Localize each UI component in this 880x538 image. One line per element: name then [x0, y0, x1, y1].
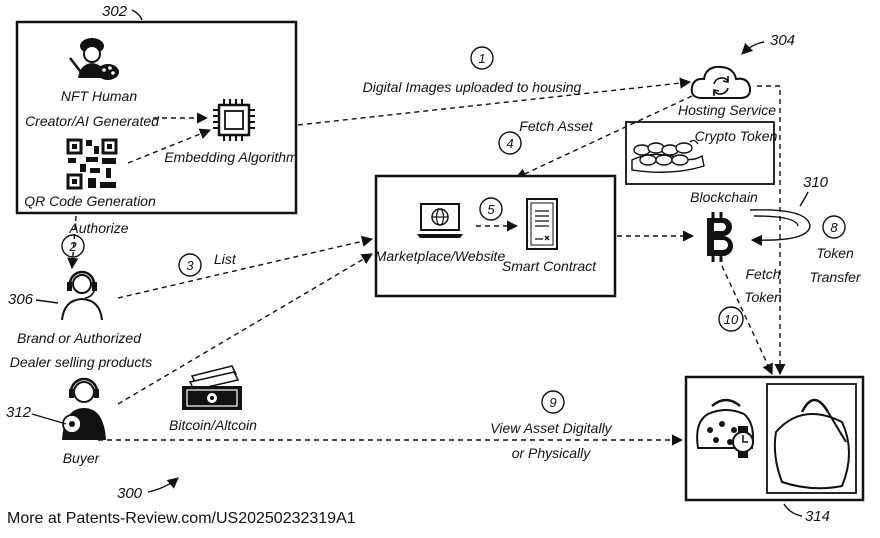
qr-label: QR Code Generation	[24, 193, 156, 209]
token-transfer-line2: Transfer	[809, 269, 861, 285]
bitcoin-altcoin-label: Bitcoin/Altcoin	[169, 417, 257, 433]
brand-label-line1: Brand or Authorized	[17, 330, 142, 346]
step-4-number: 4	[506, 136, 513, 151]
marketplace-box	[376, 176, 615, 296]
embedding-label: Embedding Algorithm	[164, 149, 298, 165]
crypto-token-label: Crypto Token	[695, 128, 778, 144]
ref-300-leader	[148, 478, 178, 492]
brand-label-line2: Dealer selling products	[10, 354, 152, 370]
ref-306: 306	[8, 291, 34, 308]
step-9-number: 9	[549, 395, 556, 410]
ref-314-leader	[784, 504, 802, 516]
step-2-number: 2	[68, 239, 77, 254]
step-9-label-line1: View Asset Digitally	[490, 420, 612, 436]
step-9-label-line2: or Physically	[512, 445, 592, 461]
step-3-label: List	[214, 251, 237, 267]
ref-312: 312	[6, 404, 32, 421]
step-1-label: Digital Images uploaded to housing	[363, 79, 582, 95]
contract-document-icon	[527, 199, 557, 249]
marketplace-label: Marketplace/Website	[375, 248, 506, 264]
ref-312-leader	[32, 414, 66, 424]
step-10-number: 10	[724, 312, 739, 327]
step-1-number: 1	[478, 51, 485, 66]
authorize-label: Authorize	[68, 220, 128, 236]
token-transfer-line1: Token	[816, 245, 854, 261]
token-transfer-inner	[754, 216, 798, 226]
step-3-number: 3	[186, 258, 194, 273]
smart-contract-label: Smart Contract	[502, 258, 597, 274]
patent-footer: More at Patents-Review.com/US20250232319…	[7, 510, 356, 527]
arrow-list-to-marketplace	[118, 239, 372, 298]
step-4-label: Fetch Asset	[519, 118, 594, 134]
nft-label-line1: NFT Human	[61, 88, 137, 104]
ref-304-leader	[742, 42, 764, 54]
cloud-sync-icon	[692, 67, 750, 98]
ref-300: 300	[117, 485, 143, 502]
fetch-token-line2: Token	[744, 289, 782, 305]
ref-306-leader	[36, 300, 58, 303]
ref-310: 310	[803, 174, 829, 191]
step-8-number: 8	[830, 220, 838, 235]
ref-302: 302	[102, 3, 128, 20]
ref-314: 314	[805, 508, 830, 525]
ref-310-leader	[800, 192, 808, 206]
headset-person-icon	[62, 272, 102, 320]
ref-302-leader	[132, 10, 142, 20]
nft-label-line2: Creator/AI Generated	[25, 113, 160, 129]
arrow-buyer-to-marketplace	[118, 254, 372, 404]
blockchain-label: Blockchain	[690, 189, 758, 205]
hosting-label: Hosting Service	[678, 102, 776, 118]
fetch-token-line1: Fetch	[745, 266, 780, 282]
buyer-person-icon	[62, 379, 106, 440]
ref-304: 304	[770, 32, 795, 49]
bitcoin-icon	[707, 212, 733, 262]
step-5-number: 5	[487, 202, 495, 217]
buyer-label: Buyer	[63, 450, 101, 466]
cash-bills-icon	[182, 366, 242, 410]
